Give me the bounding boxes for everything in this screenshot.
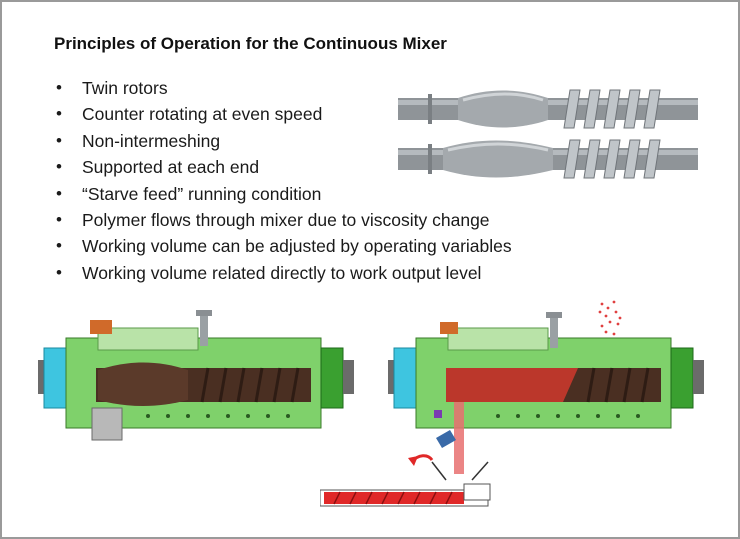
feed-chute-arrow-icon xyxy=(320,454,491,507)
bullet-item: Twin rotors xyxy=(54,75,512,101)
bullet-item: Working volume can be adjusted by operat… xyxy=(54,233,512,259)
mixer-cross-section-empty-icon xyxy=(38,310,354,441)
mixer-cross-section-filled-icon xyxy=(388,300,704,474)
bullet-list: Twin rotors Counter rotating at even spe… xyxy=(54,75,512,286)
bullet-item: Polymer flows through mixer due to visco… xyxy=(54,207,512,233)
bullet-item: Supported at each end xyxy=(54,154,512,180)
bullet-item: Counter rotating at even speed xyxy=(54,101,512,127)
bullet-item: Non-intermeshing xyxy=(54,128,512,154)
twin-rotors-illustration-icon xyxy=(398,89,698,179)
bullet-item: “Starve feed” running condition xyxy=(54,181,512,207)
slide-title: Principles of Operation for the Continuo… xyxy=(54,34,447,53)
bullet-item: Working volume related directly to work … xyxy=(54,260,512,286)
